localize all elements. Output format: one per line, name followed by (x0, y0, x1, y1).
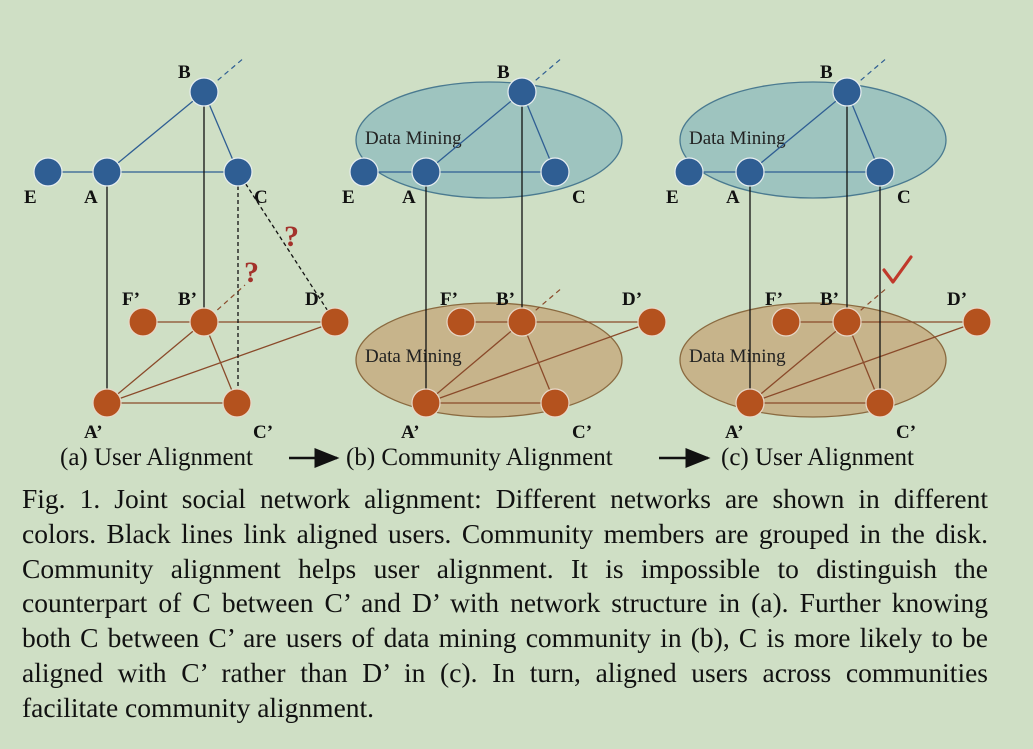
node-A (735, 157, 765, 187)
community-label-top-b: Data Mining (365, 128, 462, 149)
node-D-prime (320, 307, 350, 337)
panel-a-caption: (a) User Alignment (60, 444, 253, 471)
node-D-prime (962, 307, 992, 337)
label-C-prime: C’ (253, 422, 273, 443)
label-C: C (254, 187, 268, 208)
panel-c-caption: (c) User Alignment (721, 444, 914, 471)
label-F-prime: F’ (440, 289, 458, 310)
label-C: C (572, 187, 586, 208)
node-A-prime (411, 388, 441, 418)
node-C (223, 157, 253, 187)
node-F-prime (446, 307, 476, 337)
node-E (33, 157, 63, 187)
node-B (189, 77, 219, 107)
node-A (92, 157, 122, 187)
node-B (507, 77, 537, 107)
node-C (540, 157, 570, 187)
label-E: E (24, 187, 37, 208)
community-label-bottom-c: Data Mining (689, 346, 786, 367)
label-E: E (666, 187, 679, 208)
label-B-prime: B’ (820, 289, 839, 310)
label-D-prime: D’ (947, 289, 967, 310)
node-A-prime (92, 388, 122, 418)
label-A-prime: A’ (84, 422, 103, 443)
label-D-prime: D’ (622, 289, 642, 310)
label-C-prime: C’ (896, 422, 916, 443)
panel-c: Data Mining Data Mining (666, 56, 992, 471)
community-label-top-c: Data Mining (689, 128, 786, 149)
figure-caption: Fig. 1. Joint social network alignment: … (22, 483, 988, 723)
panel-b-caption: (b) Community Alignment (346, 444, 613, 471)
check-mark-icon (882, 255, 913, 284)
node-C (865, 157, 895, 187)
panel-a: ? ? B E A C F’ B’ D’ A’ C’ (a) User Alig… (24, 56, 350, 471)
label-A: A (402, 187, 416, 208)
node-B-prime (832, 307, 862, 337)
label-B: B (497, 62, 510, 83)
node-A-prime (735, 388, 765, 418)
node-C-prime (540, 388, 570, 418)
node-B (832, 77, 862, 107)
community-label-bottom-b: Data Mining (365, 346, 462, 367)
node-A (411, 157, 441, 187)
uncertain-alignment-mark-2: ? (244, 256, 259, 289)
label-A-prime: A’ (725, 422, 744, 443)
label-B-prime: B’ (178, 289, 197, 310)
label-B-prime: B’ (496, 289, 515, 310)
label-F-prime: F’ (765, 289, 783, 310)
network-alignment-figure: ? ? B E A C F’ B’ D’ A’ C’ (a) User Alig… (24, 56, 992, 471)
label-C: C (897, 187, 911, 208)
panel-b: Data Mining Data Mining (342, 56, 667, 471)
node-F-prime (128, 307, 158, 337)
node-C-prime (865, 388, 895, 418)
node-C-prime (222, 388, 252, 418)
label-E: E (342, 187, 355, 208)
label-A-prime: A’ (401, 422, 420, 443)
node-B-prime (507, 307, 537, 337)
label-D-prime: D’ (305, 289, 325, 310)
label-A: A (84, 187, 98, 208)
node-D-prime (637, 307, 667, 337)
uncertain-alignment-mark-1: ? (284, 220, 299, 253)
label-B: B (178, 62, 191, 83)
label-F-prime: F’ (122, 289, 140, 310)
node-E (674, 157, 704, 187)
label-B: B (820, 62, 833, 83)
node-B-prime (189, 307, 219, 337)
label-C-prime: C’ (572, 422, 592, 443)
label-A: A (726, 187, 740, 208)
node-F-prime (771, 307, 801, 337)
node-E (349, 157, 379, 187)
